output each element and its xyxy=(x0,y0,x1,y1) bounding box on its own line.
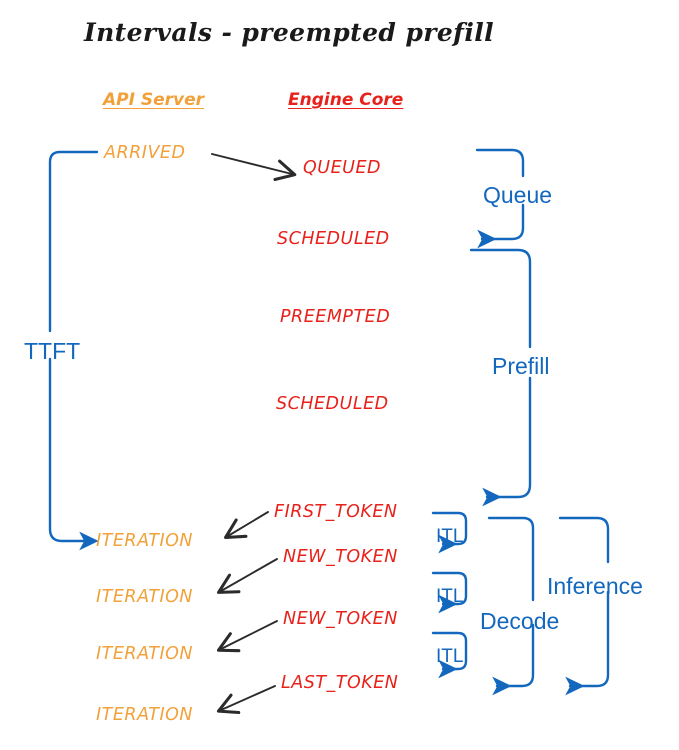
interval-label-decode: Decode xyxy=(480,608,560,634)
interval-label-prefill: Prefill xyxy=(492,353,550,379)
bracket-decode xyxy=(487,516,535,696)
column-header-engine-core: Engine Core xyxy=(288,90,404,110)
event-scheduled-1: SCHEDULED xyxy=(277,229,390,249)
arrow-last-token-to-iteration-3 xyxy=(216,685,276,715)
arrow-first-token-to-iteration xyxy=(224,511,269,539)
event-iteration-2: ITERATION xyxy=(96,587,193,607)
arrow-new-token-to-iteration-2 xyxy=(216,620,278,653)
event-preempted: PREEMPTED xyxy=(280,307,391,327)
bracket-itl-1 xyxy=(431,511,468,554)
bracket-inference xyxy=(558,516,610,696)
bracket-ttft xyxy=(48,150,99,551)
arrow-arrived-to-queued xyxy=(211,153,297,182)
event-new-token-2: NEW_TOKEN xyxy=(283,609,398,629)
interval-label-queue: Queue xyxy=(483,182,553,208)
interval-label-itl-1: ITL xyxy=(436,526,464,547)
interval-label-itl-3: ITL xyxy=(436,646,464,667)
interval-label-inference: Inference xyxy=(547,573,643,599)
event-iteration-3: ITERATION xyxy=(96,644,193,664)
interval-label-itl-2: ITL xyxy=(436,586,464,607)
event-last-token: LAST_TOKEN xyxy=(281,673,399,693)
bracket-itl-3 xyxy=(431,631,468,679)
bracket-queue xyxy=(475,148,525,249)
event-arrived: ARRIVED xyxy=(104,143,186,163)
bracket-itl-2 xyxy=(431,571,468,614)
event-scheduled-2: SCHEDULED xyxy=(276,394,389,414)
event-new-token-1: NEW_TOKEN xyxy=(283,547,398,567)
page-title: Intervals - preempted prefill xyxy=(84,18,495,47)
event-queued: QUEUED xyxy=(303,158,381,178)
column-header-api-server: API Server xyxy=(103,90,205,110)
arrow-new-token-to-iteration-1 xyxy=(217,558,278,594)
event-iteration-1: ITERATION xyxy=(96,531,193,551)
interval-label-ttft: TTFT xyxy=(24,338,81,364)
event-iteration-4: ITERATION xyxy=(96,705,193,725)
event-first-token: FIRST_TOKEN xyxy=(274,502,398,522)
bracket-prefill xyxy=(469,248,532,507)
